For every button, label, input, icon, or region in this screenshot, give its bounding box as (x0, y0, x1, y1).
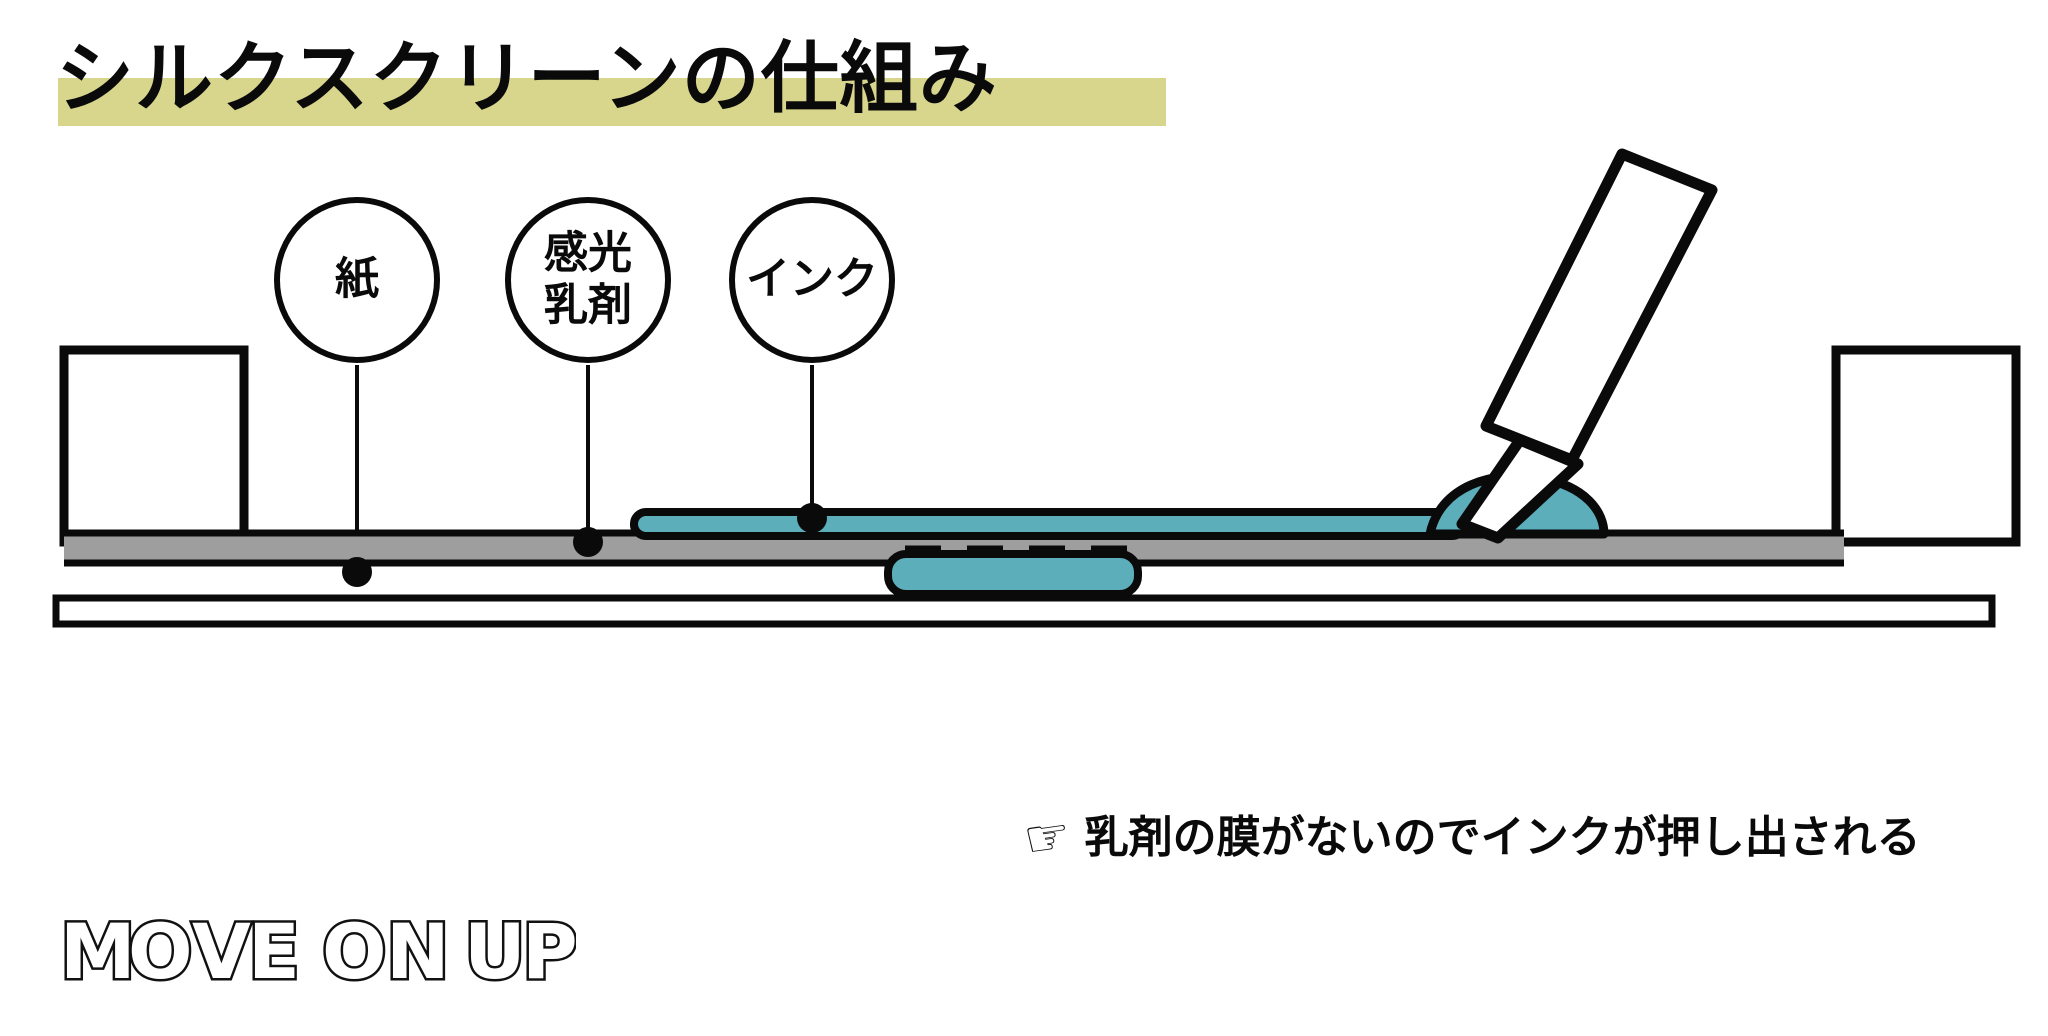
logo-letter-o1: O (128, 907, 193, 996)
callout-label-emulsion-line2: 乳剤 (544, 280, 632, 331)
pointing-hand-icon: ☞ (1020, 806, 1075, 870)
logo-letter-u: U (464, 907, 526, 996)
callout-circle-emulsion (505, 197, 671, 363)
callout-anchor-dot-paper (342, 557, 372, 587)
frame-right-post (1831, 345, 2021, 547)
logo-letter-v: V (192, 907, 251, 996)
title-highlight-bar (58, 78, 1166, 126)
callout-label-ink: インク (746, 254, 878, 305)
callout-bubble-paper[interactable]: 紙 (274, 197, 440, 587)
page-title: シルクスクリーンの仕組み (56, 33, 998, 124)
callout-bubble-ink[interactable]: インク (729, 197, 895, 533)
ink-pushed-through (884, 550, 1142, 598)
logo-letter-p: P (522, 907, 576, 996)
logo-letter-o2: O (322, 907, 387, 996)
move-on-up-logo: M O V E O N U P (58, 905, 577, 999)
logo-letter-n: N (386, 907, 450, 996)
logo-letter-m: M (60, 907, 136, 996)
squeegee[interactable] (1456, 148, 1718, 544)
frame-left-post (59, 345, 249, 547)
squeegee-blade (1456, 434, 1584, 544)
callout-circle-paper (274, 197, 440, 363)
paper-substrate-layer (52, 594, 1996, 628)
logo-letter-e: E (248, 907, 300, 996)
callout-label-emulsion-line1: 感光 (544, 228, 632, 279)
ink-layer-body (630, 508, 1468, 540)
squeegee-handle (1480, 148, 1718, 466)
callout-anchor-dot-ink (797, 503, 827, 533)
callout-anchor-dot-emulsion (573, 527, 603, 557)
caption: ☞ 乳剤の膜がないのでインクが押し出される (1020, 806, 1921, 870)
callout-label-paper: 紙 (335, 254, 379, 305)
callout-circle-ink (729, 197, 895, 363)
callout-bubble-emulsion[interactable]: 感光 乳剤 (505, 197, 671, 557)
caption-text: 乳剤の膜がないのでインクが押し出される (1084, 812, 1921, 863)
page-title-wrapper: シルクスクリーンの仕組み (56, 24, 998, 134)
silkscreen-diagram: 紙 感光 乳剤 インク (52, 148, 2021, 628)
